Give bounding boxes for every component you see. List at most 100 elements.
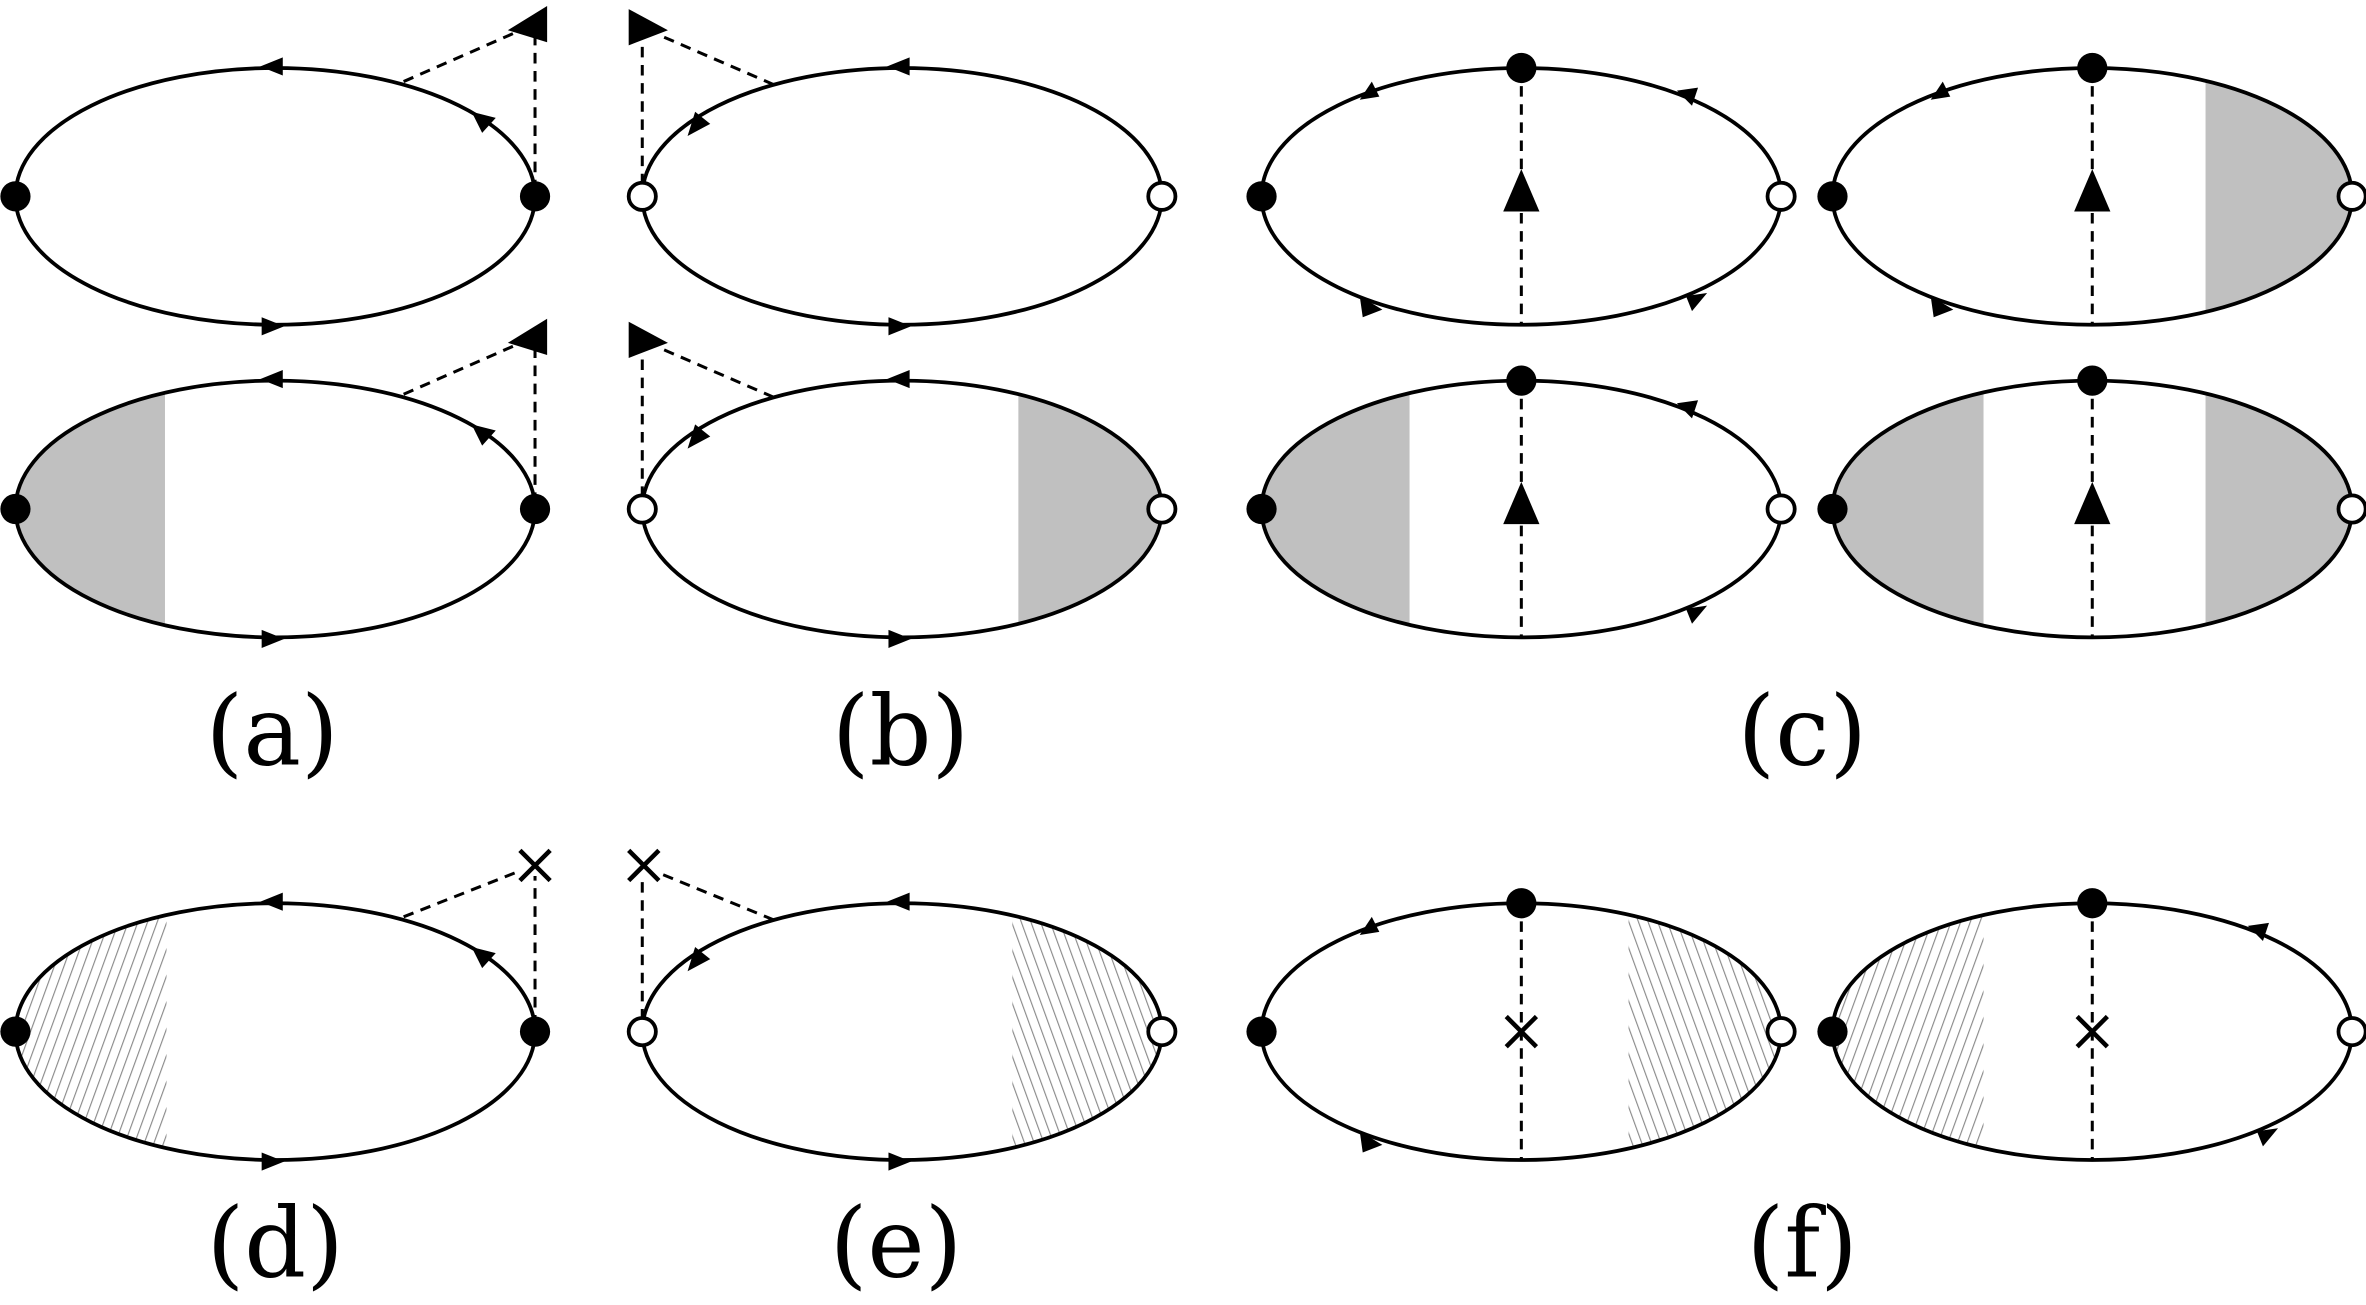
diagram-e	[626, 848, 1178, 1171]
filled-vertex-icon	[1817, 493, 1848, 525]
open-vertex-icon	[626, 180, 658, 212]
triangle-vertex-icon	[507, 318, 548, 355]
arrow-left-icon	[260, 57, 283, 76]
arrow-down-left-icon	[1359, 916, 1380, 935]
arrow-up-left-icon	[471, 947, 496, 969]
triangle-vertex-icon	[2074, 481, 2111, 525]
triangle-vertex-icon	[628, 9, 668, 46]
open-vertex-icon	[626, 493, 658, 525]
filled-vertex-icon	[2077, 365, 2108, 396]
arrow-right-icon	[888, 1152, 912, 1171]
panel-label-d: (d)	[207, 1186, 344, 1299]
arrow-up-left-icon	[471, 111, 496, 133]
dashed-line	[661, 34, 775, 86]
diagram-b-top	[626, 9, 1178, 336]
dashed-line	[403, 31, 515, 83]
open-vertex-icon	[1146, 1016, 1178, 1048]
triangle-vertex-icon	[2074, 169, 2111, 212]
diagram-f-left	[1246, 888, 1797, 1162]
panel-label-a: (a)	[206, 674, 339, 787]
filled-vertex-icon	[0, 493, 31, 525]
filled-vertex-icon	[519, 181, 551, 212]
arrow-left-icon	[886, 370, 910, 389]
open-vertex-icon	[626, 1016, 658, 1048]
diagram-c-top-left	[1246, 52, 1797, 327]
arrow-up-left-icon	[1676, 87, 1699, 106]
arrow-up-left-icon	[471, 424, 496, 446]
open-vertex-icon	[1765, 1016, 1797, 1048]
arrow-up-right-icon	[1685, 605, 1708, 624]
dashed-line	[403, 870, 519, 919]
panel-label-c: (c)	[1737, 674, 1867, 787]
triangle-vertex-icon	[1503, 169, 1540, 212]
open-vertex-icon	[2336, 1016, 2366, 1048]
open-vertex-icon	[1765, 493, 1797, 525]
diagram-c-top-right	[1817, 52, 2366, 327]
open-vertex-icon	[1146, 493, 1178, 525]
arrow-up-right-icon	[2256, 1128, 2279, 1147]
arrow-left-icon	[886, 57, 910, 76]
arrow-down-left-icon	[1359, 81, 1380, 100]
filled-vertex-icon	[1506, 52, 1537, 84]
triangle-vertex-icon	[1503, 481, 1540, 525]
filled-vertex-icon	[519, 1016, 551, 1047]
cross-vertex-icon	[518, 848, 552, 883]
filled-vertex-icon	[1246, 181, 1277, 212]
cross-vertex-icon	[627, 848, 661, 883]
filled-vertex-icon	[0, 1016, 31, 1047]
open-vertex-icon	[2336, 180, 2366, 212]
open-vertex-icon	[1146, 180, 1178, 212]
cross-vertex-icon	[1504, 1014, 1539, 1049]
arrow-up-right-icon	[1685, 293, 1708, 312]
diagram-a-top	[0, 6, 551, 336]
arrow-right-icon	[261, 317, 285, 336]
filled-vertex-icon	[1817, 1016, 1848, 1047]
panel-label-b: (b)	[832, 674, 969, 787]
fermion-loop	[13, 66, 537, 327]
cross-vertex-icon	[2075, 1014, 2109, 1049]
triangle-vertex-icon	[628, 321, 668, 358]
dashed-line	[658, 871, 775, 922]
filled-vertex-icon	[519, 493, 551, 525]
arrow-right-icon	[1359, 296, 1383, 318]
arrow-up-left-icon	[2247, 922, 2269, 941]
filled-vertex-icon	[2077, 888, 2108, 919]
arrow-right-icon	[1930, 296, 1954, 318]
diagram-c-bottom-right	[1817, 365, 2366, 640]
diagram-c-bottom-left	[1246, 365, 1797, 640]
arrow-left-icon	[260, 370, 283, 389]
arrow-down-left-icon	[687, 424, 711, 449]
arrow-right-icon	[261, 1152, 285, 1171]
arrow-up-left-icon	[1676, 400, 1699, 419]
open-vertex-icon	[1765, 180, 1797, 212]
open-vertex-icon	[2336, 493, 2366, 525]
hatched-region	[1628, 903, 1782, 1160]
arrow-down-left-icon	[1930, 81, 1951, 100]
diagram-f-right	[1817, 888, 2366, 1162]
filled-vertex-icon	[1246, 1016, 1277, 1047]
filled-vertex-icon	[1817, 181, 1848, 212]
diagram-a-bottom	[0, 318, 551, 648]
dashed-line	[403, 344, 515, 396]
panel-label-e: (e)	[830, 1186, 963, 1299]
triangle-vertex-icon	[507, 6, 548, 43]
diagram-d	[0, 848, 552, 1171]
arrow-right-icon	[888, 629, 912, 648]
arrow-left-icon	[260, 892, 283, 911]
dashed-line	[661, 347, 775, 399]
arrow-right-icon	[888, 317, 912, 336]
arrow-down-left-icon	[687, 947, 711, 972]
filled-vertex-icon	[1506, 888, 1537, 919]
filled-vertex-icon	[1506, 365, 1537, 396]
hatched-region	[1832, 903, 1984, 1160]
filled-vertex-icon	[1246, 493, 1277, 525]
filled-vertex-icon	[0, 181, 31, 212]
arrow-right-icon	[1359, 1131, 1383, 1153]
fermion-loop	[640, 66, 1164, 327]
filled-vertex-icon	[2077, 52, 2108, 84]
diagram-b-bottom	[626, 321, 1178, 648]
arrow-left-icon	[886, 892, 910, 911]
arrow-right-icon	[261, 629, 285, 648]
